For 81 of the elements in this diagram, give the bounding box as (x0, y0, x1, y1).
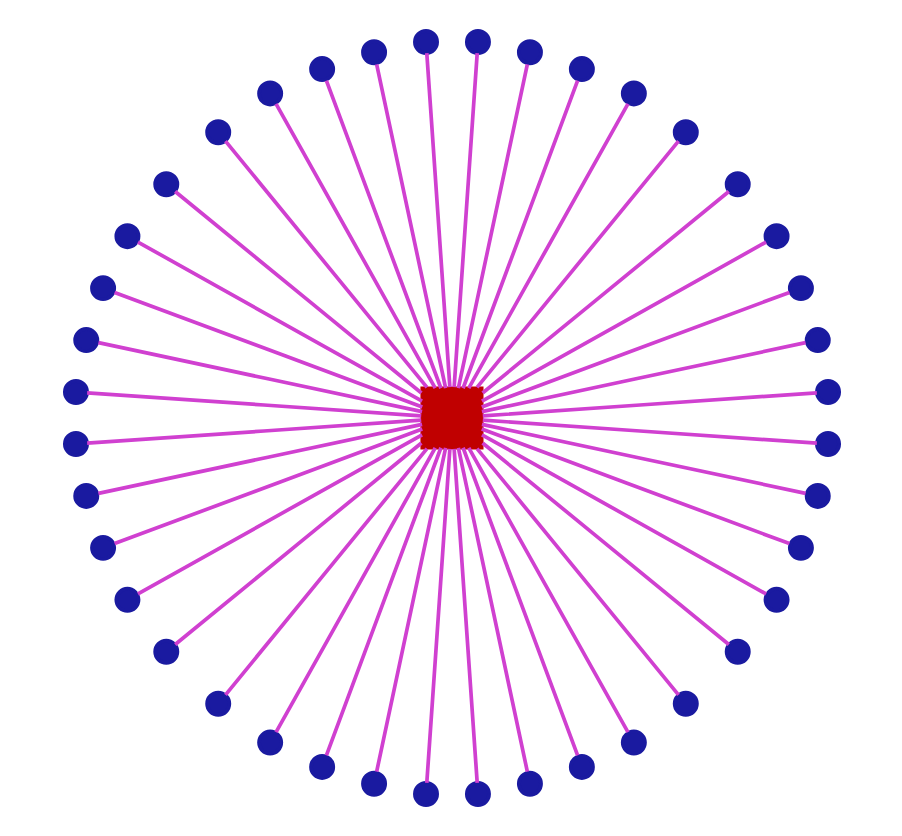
connector (480, 433, 766, 596)
connector (474, 447, 679, 696)
connector (173, 441, 422, 646)
node-circle (113, 223, 140, 250)
node-circle (619, 80, 646, 107)
connector (460, 79, 579, 389)
connector (86, 418, 421, 446)
connector (480, 441, 729, 646)
connector (481, 390, 816, 418)
node-circle (803, 482, 830, 509)
connector (474, 140, 679, 389)
connector (480, 190, 729, 395)
node-box (419, 386, 483, 450)
connector (323, 79, 442, 389)
connector (173, 190, 422, 395)
connector (460, 447, 579, 757)
node-circle (463, 781, 490, 807)
node-circle (762, 586, 789, 613)
node-circle (72, 482, 99, 509)
connector (480, 427, 790, 546)
node-circle (567, 753, 594, 780)
connector (451, 53, 479, 388)
node-circle (256, 80, 283, 107)
node-circle (671, 119, 698, 146)
node-circle (671, 690, 698, 717)
node-circle (360, 39, 387, 66)
node-circle (412, 29, 438, 55)
connector (97, 340, 422, 414)
connector (273, 103, 436, 389)
node-circle (723, 638, 750, 665)
node-circle (360, 770, 387, 797)
node-circle (463, 29, 490, 55)
connector (112, 427, 422, 546)
connector (480, 422, 805, 496)
connector (455, 64, 529, 389)
connector (466, 103, 629, 389)
connector (480, 290, 790, 409)
node-circle (89, 275, 116, 302)
connector (466, 447, 629, 733)
node-circle (256, 729, 283, 756)
connector (273, 447, 436, 733)
node-circle (515, 39, 542, 66)
node-circle (89, 534, 116, 561)
node-circle (62, 379, 88, 406)
node-circle (786, 275, 813, 302)
node-circle (412, 781, 438, 807)
connector (373, 64, 447, 389)
node-circle (72, 327, 99, 354)
node-circle (152, 171, 179, 198)
node-circle (619, 729, 646, 756)
connector (480, 240, 766, 403)
node-circle (113, 586, 140, 613)
node-circle (62, 431, 88, 457)
node-circle (786, 534, 813, 561)
connector (112, 290, 422, 409)
node-circle (308, 753, 335, 780)
node-circle (814, 379, 840, 406)
connector (223, 447, 428, 696)
connector (455, 447, 529, 772)
connector (373, 447, 447, 772)
node-circle (803, 327, 830, 354)
connector (423, 53, 451, 388)
node-circle (762, 223, 789, 250)
node-circle (567, 56, 594, 83)
connector (451, 448, 479, 783)
node-circle (152, 638, 179, 665)
node-circle (723, 171, 750, 198)
connector (423, 448, 451, 783)
connector (223, 140, 428, 389)
connector (86, 390, 421, 418)
connector (480, 340, 805, 414)
node-circle (204, 690, 231, 717)
connector (323, 447, 442, 757)
node-circle (814, 431, 840, 457)
node-circle (515, 770, 542, 797)
connector (481, 418, 816, 446)
connector (97, 422, 422, 496)
node-circle (204, 119, 231, 146)
connector (136, 433, 422, 596)
node-circle (308, 56, 335, 83)
connector (136, 240, 422, 403)
